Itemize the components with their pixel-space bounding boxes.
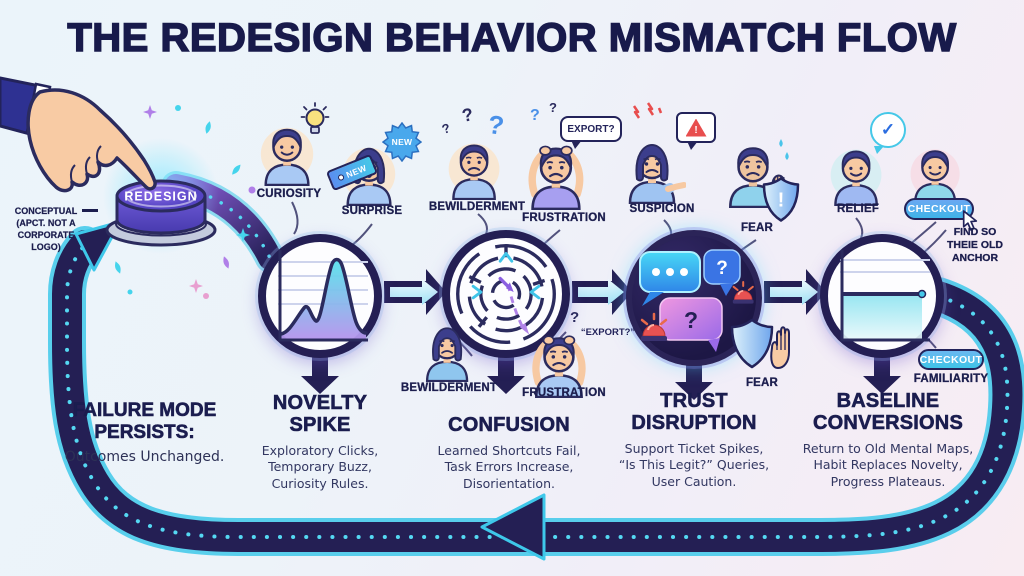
hand-illustration (0, 76, 157, 193)
conceptual-note-line: (APCT. NOT A (16, 218, 76, 229)
node-novelty-spike-chart (258, 234, 382, 358)
avatar-frustration-top (522, 138, 592, 211)
question-mark-icon: ? (549, 100, 557, 115)
avatar-curiosity (256, 120, 320, 187)
stage-baseline-conversions: BASELINE CONVERSIONS Return to Old Menta… (794, 388, 982, 490)
conceptual-note-line: LOGO) (31, 242, 61, 253)
avatar-frustration-mid (526, 328, 594, 399)
note-dash (82, 209, 98, 212)
export-speech-bubble: EXPORT? (560, 116, 622, 149)
stage-title: BASELINE CONVERSIONS (812, 390, 963, 435)
spike-chart-icon (278, 250, 368, 342)
stage-title: NOVELTY SPIKE (272, 392, 368, 437)
checkout-button-top: CHECKOUT (904, 198, 974, 220)
flow-arrow-2 (572, 269, 632, 315)
checkout-button-mid: CHECKOUT (918, 349, 984, 370)
stage-desc: Learned Shortcuts Fail, Task Errors Incr… (437, 443, 581, 491)
stage-novelty-spike: NOVELTY SPIKE Exploratory Clicks, Tempor… (240, 390, 400, 492)
failure-desc: Outcomes Unchanged. (64, 449, 225, 465)
label-familiarity: FAMILIARITY (913, 373, 989, 385)
warning-triangle-icon: ! (685, 118, 707, 137)
flatline-chart-icon (840, 250, 930, 342)
avatar-bewilderment-mid (418, 320, 478, 383)
side-note-line: FIND SO (953, 226, 997, 238)
avatar-suspicion (620, 136, 687, 205)
label-suspicion: SUSPICION (629, 203, 695, 215)
stage-desc: Support Ticket Spikes, “Is This Legit?” … (618, 441, 770, 489)
conceptual-note-line: CONCEPTUAL (14, 206, 78, 216)
export-bubble-label: EXPORT? (567, 123, 615, 135)
question-bubble-glyph: ? (716, 258, 728, 279)
flow-arrow-1 (384, 269, 446, 315)
warning-speech-bubble: ! (676, 112, 716, 150)
new-starburst-badge: NEW (381, 121, 423, 163)
redesign-button-label: REDESIGN (124, 190, 197, 204)
question-bubble-glyph: ? (684, 307, 698, 333)
conceptual-note-line: CORPORATE (17, 230, 75, 241)
label-bewilderment-mid: BEWILDERMENT (400, 382, 498, 394)
loop-arrowhead-bottom (480, 493, 546, 561)
label-relief: RELIEF (836, 203, 880, 215)
sweat-drops-icon (779, 139, 789, 160)
side-note: FIND SO THEIE OLD ANCHOR (936, 226, 1014, 265)
check-icon: ✓ (880, 120, 896, 139)
lightning-icons (632, 102, 663, 119)
alarm-icon (640, 312, 668, 341)
down-arrows (301, 356, 901, 400)
warning-exclamation: ! (694, 124, 698, 136)
new-tag-label: NEW (344, 162, 368, 180)
label-surprise: SURPRISE (341, 205, 403, 217)
question-mark-icon: ? (570, 309, 580, 326)
shield-icon: ! (762, 177, 800, 222)
stage-confusion: CONFUSION Learned Shortcuts Fail, Task E… (424, 390, 594, 492)
export-quote-text: “EXPORT?” (580, 327, 636, 338)
side-note-line: THEIE OLD (946, 239, 1003, 252)
alarm-icon (732, 280, 754, 304)
lightbulb-icon (300, 102, 330, 134)
stage-desc: Return to Old Mental Maps, Habit Replace… (802, 441, 974, 489)
label-frustration-top: FRUSTRATION (522, 212, 606, 224)
page-title: THE REDESIGN BEHAVIOR MISMATCH FLOW (67, 15, 957, 61)
stop-hand-icon (770, 326, 790, 369)
sparkles (115, 105, 256, 299)
cursor-icon (962, 210, 978, 231)
flow-arrow-3 (764, 269, 826, 315)
checkout-label: CHECKOUT (907, 203, 971, 215)
failure-title: FAILURE MODE PERSISTS: (72, 400, 217, 444)
failure-mode-block: FAILURE MODE PERSISTS: Outcomes Unchange… (52, 400, 237, 465)
checkout-label: CHECKOUT (919, 353, 983, 366)
new-starburst-label: NEW (391, 136, 413, 147)
conceptual-note: CONCEPTUAL (APCT. NOT A CORPORATE LOGO) (10, 205, 82, 254)
avatar-bewilderment-top (444, 136, 506, 201)
shield-exclamation: ! (778, 190, 785, 212)
stage-title: TRUST DISRUPTION (631, 390, 757, 435)
starburst-icon (381, 121, 423, 163)
trust-bubbles-icon: ? ? (639, 249, 754, 352)
node-baseline-chart (820, 234, 944, 358)
stage-title: CONFUSION (448, 414, 570, 437)
label-curiosity: CURIOSITY (256, 188, 322, 200)
stage-desc: Exploratory Clicks, Temporary Buzz, Curi… (261, 443, 379, 491)
maze-icon (456, 244, 556, 344)
avatar-checkout (906, 142, 966, 205)
question-mark-icon: ? (530, 107, 540, 124)
checkmark-bubble: ✓ (870, 112, 906, 154)
shield-hand-icon (730, 318, 790, 369)
label-frustration-mid: FRUSTRATION (522, 387, 606, 399)
label-bewilderment-top: BEWILDERMENT (428, 201, 526, 213)
side-note-line: ANCHOR (951, 252, 999, 265)
label-fear-mid: FEAR (745, 377, 779, 389)
stage-trust-disruption: TRUST DISRUPTION Support Ticket Spikes, … (606, 388, 782, 490)
label-fear-top: FEAR (740, 222, 774, 234)
avatar-relief (826, 142, 888, 207)
